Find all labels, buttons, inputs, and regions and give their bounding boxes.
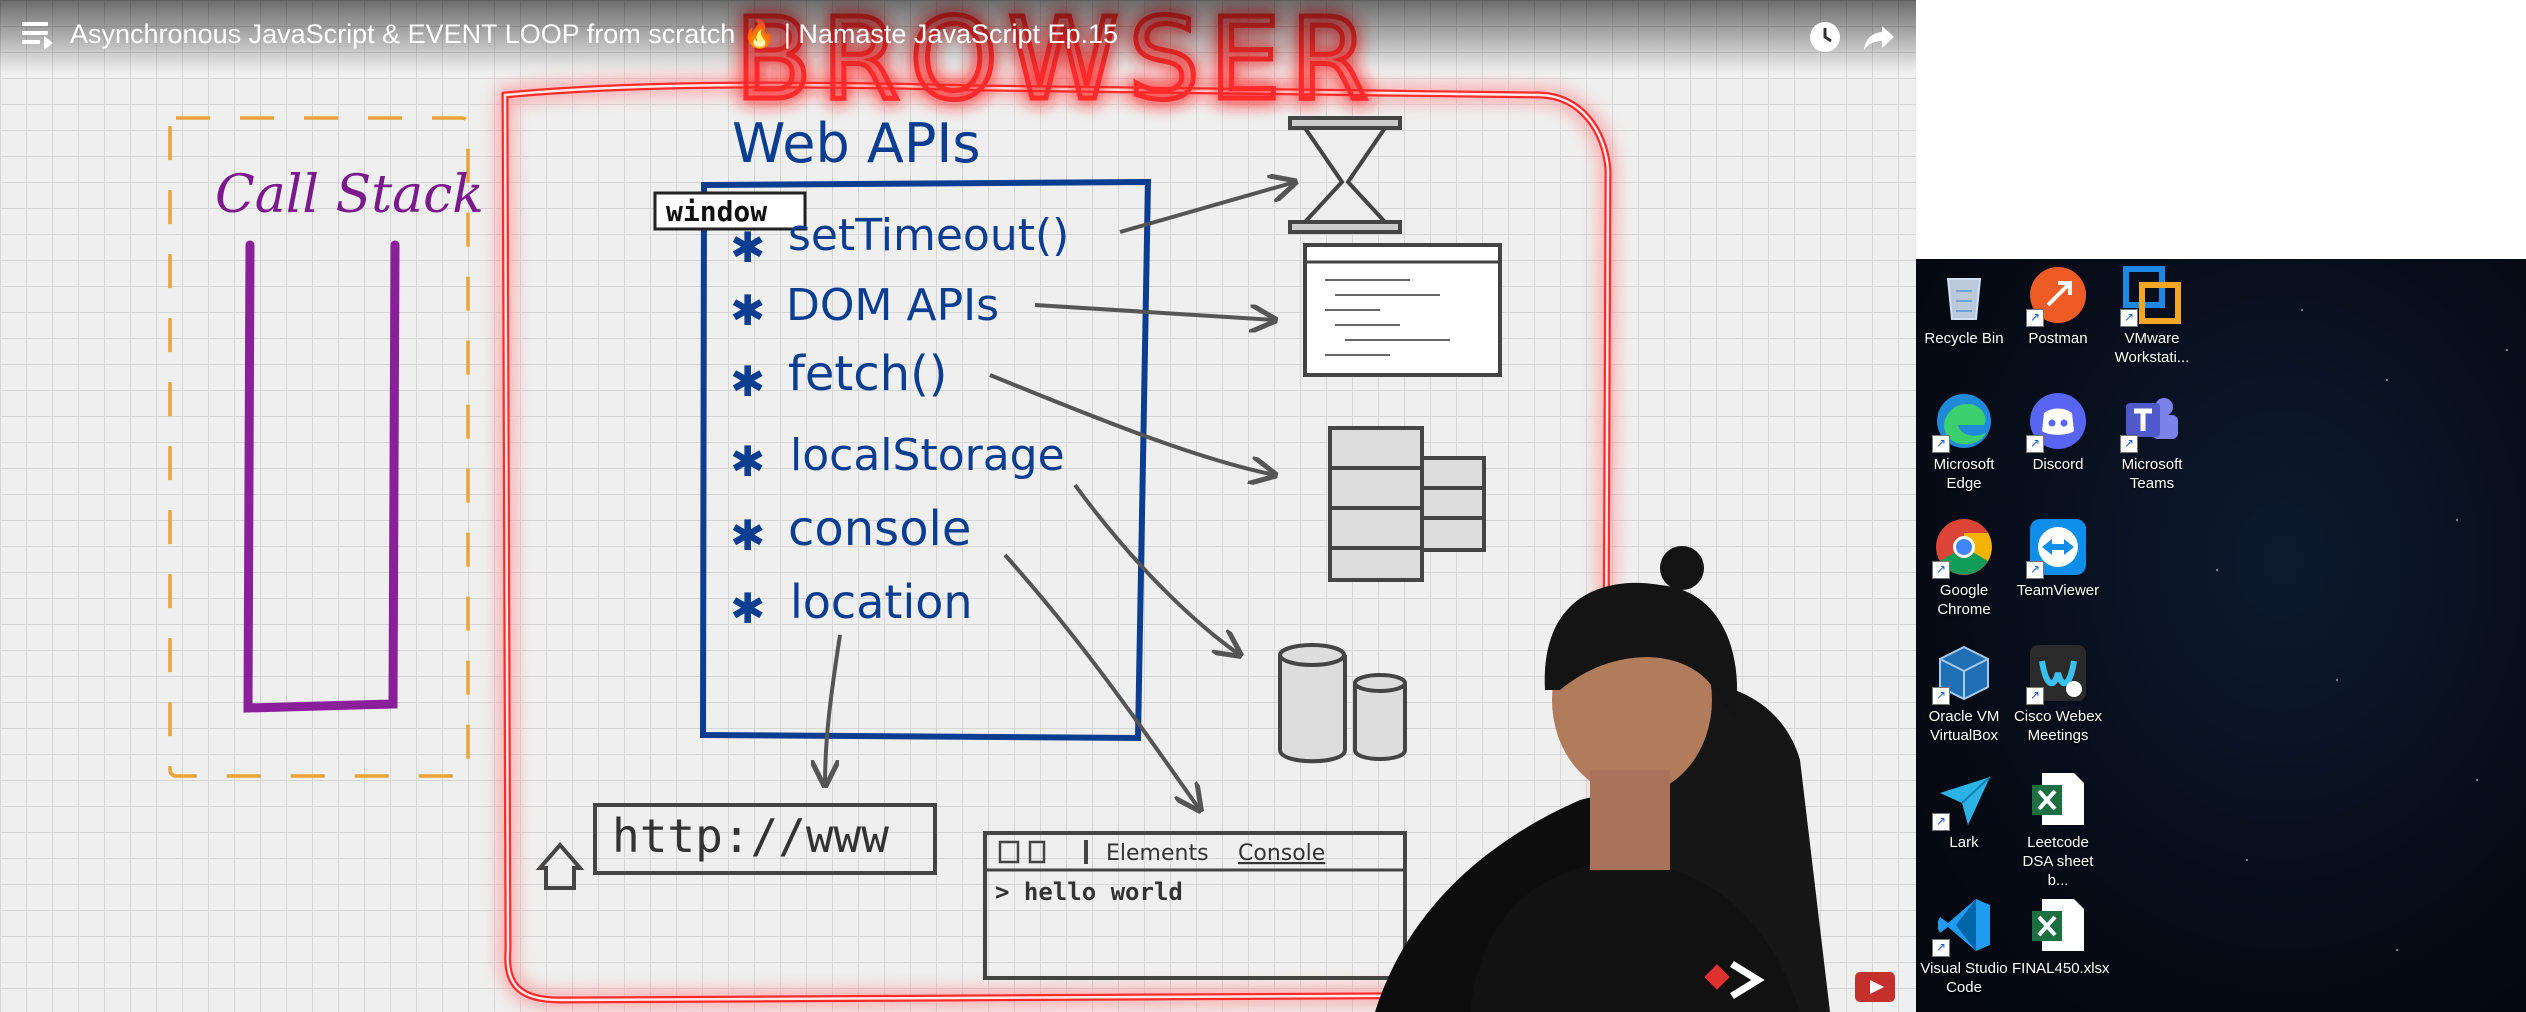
excel-icon xyxy=(2028,895,2088,955)
video-player[interactable]: BROWSER Call Stack Web APIs window ✱setT… xyxy=(0,0,1916,1012)
desktop-icon-label: Discord xyxy=(2032,456,2084,473)
desktop-icon-leetcode-sheet[interactable]: Leetcode DSA sheet b... xyxy=(2012,763,2104,890)
desktop-icon-vmware[interactable]: ↗ VMware Workstati... xyxy=(2106,259,2198,367)
excel-icon xyxy=(2028,769,2088,829)
whiteboard-drawing: BROWSER Call Stack Web APIs window ✱setT… xyxy=(168,0,1612,1004)
html-document-icon xyxy=(1303,243,1502,377)
svg-text:✱: ✱ xyxy=(730,437,765,486)
desktop-icon-label: VMware Workstati... xyxy=(2114,330,2190,366)
windows-desktop[interactable]: Recycle Bin ↗ Postman ↗ VMware Workstati… xyxy=(1916,259,2526,1012)
devtools-tab-console: Console xyxy=(1238,841,1325,866)
call-stack-label: Call Stack xyxy=(215,165,484,225)
desktop-icon-recycle-bin[interactable]: Recycle Bin xyxy=(1918,259,2010,348)
api-item: fetch() xyxy=(788,346,948,402)
desktop-icon-vscode[interactable]: ↗ Visual Studio Code xyxy=(1918,889,2010,997)
devtools-console-panel: Elements Console > hello world xyxy=(983,831,1407,980)
call-stack-container xyxy=(243,240,400,713)
video-top-bar: Asynchronous JavaScript & EVENT LOOP fro… xyxy=(0,0,1916,72)
desktop-icon-edge[interactable]: ↗ Microsoft Edge xyxy=(1918,385,2010,493)
clock-icon[interactable] xyxy=(1806,18,1844,56)
window-label: window xyxy=(666,195,767,228)
url-text: http://www xyxy=(612,809,889,863)
edge-icon: ↗ xyxy=(1932,391,1994,453)
svg-text:✱: ✱ xyxy=(730,584,765,633)
url-bar xyxy=(593,803,937,875)
recycle-bin-icon xyxy=(1934,265,1994,325)
desktop-icon-final450[interactable]: FINAL450.xlsx xyxy=(2012,889,2110,978)
desktop-icon-label: Lark xyxy=(1949,834,1979,851)
playlist-menu-icon[interactable] xyxy=(22,22,54,52)
desktop-icon-label: FINAL450.xlsx xyxy=(2012,960,2110,977)
vscode-icon: ↗ xyxy=(1932,895,1994,957)
desktop-icon-label: TeamViewer xyxy=(2016,582,2100,599)
video-title[interactable]: Asynchronous JavaScript & EVENT LOOP fro… xyxy=(70,19,1119,49)
svg-text:✱: ✱ xyxy=(730,223,765,272)
web-apis-box xyxy=(699,178,1152,742)
desktop-icon-postman[interactable]: ↗ Postman xyxy=(2012,259,2104,348)
desktop-icon-label: Postman xyxy=(2028,330,2088,347)
chrome-icon: ↗ xyxy=(1932,517,1994,579)
webex-icon: ↗ xyxy=(2026,643,2088,705)
teamviewer-icon: ↗ xyxy=(2026,517,2088,579)
desktop-icon-chrome[interactable]: ↗ Google Chrome xyxy=(1918,511,2010,619)
api-item: localStorage xyxy=(790,430,1065,481)
api-item: setTimeout() xyxy=(788,210,1069,261)
desktop-icon-label: Recycle Bin xyxy=(1924,330,2004,347)
teams-icon: ↗ xyxy=(2120,391,2182,453)
vmware-icon: ↗ xyxy=(2120,265,2182,327)
api-item: DOM APIs xyxy=(786,280,999,331)
svg-text:✱: ✱ xyxy=(730,286,765,335)
desktop-icon-label: Microsoft Teams xyxy=(2121,456,2183,492)
console-output: > hello world xyxy=(995,878,1183,906)
share-arrow-icon[interactable] xyxy=(1860,18,1898,56)
window-tag-box xyxy=(653,191,807,231)
virtualbox-icon: ↗ xyxy=(1932,643,1994,705)
desktop-icon-label: Oracle VM VirtualBox xyxy=(1928,708,2000,744)
web-apis-label: Web APIs xyxy=(732,112,980,175)
desktop-blank-area xyxy=(1916,0,2526,259)
desktop-icon-label: Visual Studio Code xyxy=(1920,960,2008,996)
svg-text:✱: ✱ xyxy=(730,357,765,406)
server-rack-icon xyxy=(1328,426,1486,582)
desktop-icon-label: Microsoft Edge xyxy=(1933,456,1995,492)
browser-box xyxy=(501,81,1612,1004)
svg-text:✱: ✱ xyxy=(730,511,765,560)
desktop-icon-discord[interactable]: ↗ Discord xyxy=(2012,385,2104,474)
postman-icon: ↗ xyxy=(2026,265,2088,327)
desktop-icon-webex[interactable]: ↗ Cisco Webex Meetings xyxy=(2012,637,2104,745)
api-item: location xyxy=(790,575,973,629)
desktop-icon-virtualbox[interactable]: ↗ Oracle VM VirtualBox xyxy=(1918,637,2010,745)
arrows xyxy=(825,182,1295,810)
home-icon xyxy=(535,841,585,890)
lark-icon: ↗ xyxy=(1932,769,1994,831)
hourglass-icon xyxy=(1288,116,1402,234)
devtools-tab-elements: Elements xyxy=(1106,841,1209,866)
discord-icon: ↗ xyxy=(2026,391,2088,453)
call-stack-dashed-box xyxy=(168,116,470,778)
api-item: console xyxy=(788,501,971,557)
desktop-icon-teams[interactable]: ↗ Microsoft Teams xyxy=(2106,385,2198,493)
database-icon xyxy=(1278,643,1407,764)
desktop-icon-label: Cisco Webex Meetings xyxy=(2013,708,2103,744)
desktop-icon-lark[interactable]: ↗ Lark xyxy=(1918,763,2010,852)
desktop-icon-label: Leetcode DSA sheet b... xyxy=(2022,834,2094,889)
desktop-icon-label: Google Chrome xyxy=(1937,582,1991,618)
desktop-icon-teamviewer[interactable]: ↗ TeamViewer xyxy=(2012,511,2104,600)
api-list: ✱ setTimeout() ✱ DOM APIs ✱ fetch() ✱ localS… xyxy=(730,210,1069,633)
